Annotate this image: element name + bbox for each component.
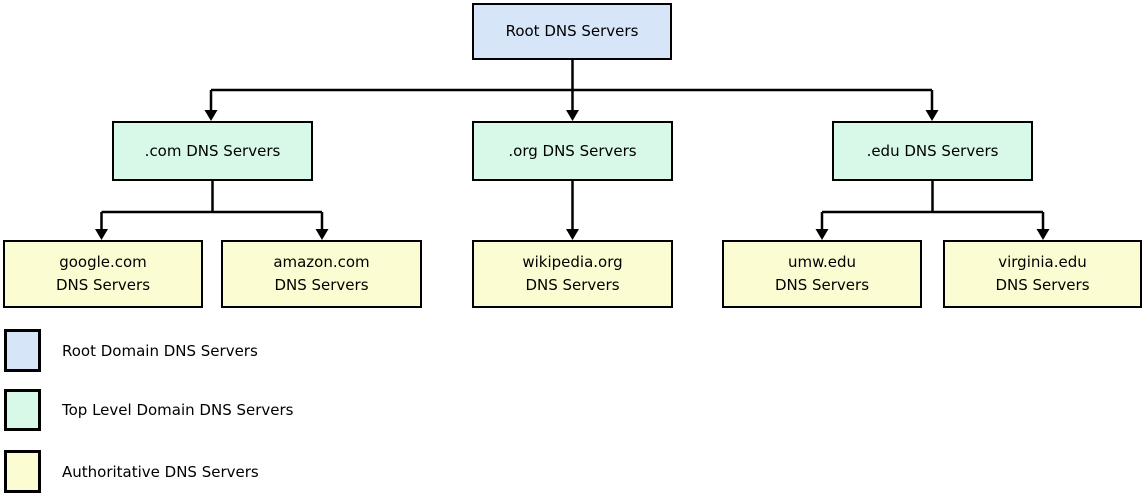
node-sublabel: DNS Servers bbox=[525, 276, 620, 294]
node-label: .com DNS Servers bbox=[144, 141, 281, 160]
node-label: umw.edu bbox=[787, 253, 857, 271]
node-label: Root DNS Servers bbox=[505, 22, 639, 40]
node-label: amazon.com bbox=[273, 253, 370, 271]
node-org-dns-servers: .org DNS Servers bbox=[472, 121, 673, 181]
node-label: .edu DNS Servers bbox=[866, 141, 999, 160]
node-sublabel: DNS Servers bbox=[55, 276, 151, 294]
legend-item-authoritative: Authoritative DNS Servers bbox=[4, 450, 259, 493]
legend-swatch-top-level-domain bbox=[4, 389, 41, 431]
legend-item-root-domain: Root Domain DNS Servers bbox=[4, 329, 258, 372]
node-edu-dns-servers: .edu DNS Servers bbox=[832, 121, 1033, 181]
node-com-dns-servers: .com DNS Servers bbox=[112, 121, 313, 181]
node-label: .org DNS Servers bbox=[508, 141, 637, 160]
legend-item-top-level-domain: Top Level Domain DNS Servers bbox=[4, 389, 293, 431]
node-label: virginia.edu bbox=[998, 253, 1087, 271]
node-root-dns-servers: Root DNS Servers bbox=[472, 3, 672, 60]
legend-label: Top Level Domain DNS Servers bbox=[62, 401, 294, 419]
node-umw-dns-servers: umw.edu DNS Servers bbox=[722, 240, 922, 308]
legend-swatch-authoritative bbox=[4, 450, 41, 493]
node-sublabel: DNS Servers bbox=[774, 276, 870, 294]
node-label: google.com bbox=[59, 253, 147, 271]
node-label: wikipedia.org bbox=[522, 253, 623, 271]
node-virginia-dns-servers: virginia.edu DNS Servers bbox=[943, 240, 1142, 308]
legend-swatch-root-domain bbox=[4, 329, 41, 372]
node-google-dns-servers: google.com DNS Servers bbox=[3, 240, 203, 308]
node-wikipedia-dns-servers: wikipedia.org DNS Servers bbox=[472, 240, 673, 308]
legend-label: Root Domain DNS Servers bbox=[62, 341, 258, 360]
node-amazon-dns-servers: amazon.com DNS Servers bbox=[221, 240, 422, 308]
node-sublabel: DNS Servers bbox=[995, 276, 1090, 294]
node-sublabel: DNS Servers bbox=[274, 276, 369, 294]
legend-label: Authoritative DNS Servers bbox=[62, 462, 259, 481]
